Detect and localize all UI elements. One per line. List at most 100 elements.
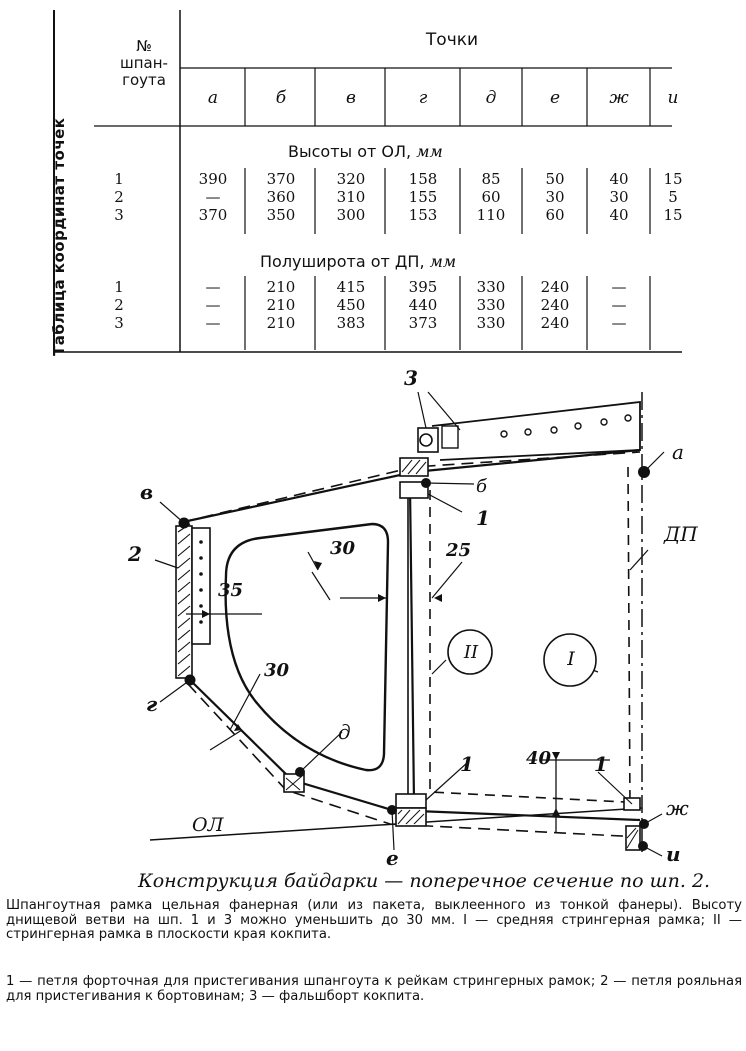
widths-cell: 210: [266, 296, 296, 314]
widths-cell: 330: [476, 314, 506, 332]
figure-caption: Конструкция байдарки — поперечное сечени…: [138, 870, 711, 892]
num-header-line: гоута: [122, 71, 166, 89]
widths-frame-number: 3: [114, 314, 124, 332]
table-side-title: Таблица координат точек: [50, 117, 68, 357]
label-point-zh: ж: [666, 796, 689, 820]
widths-cell: —: [205, 278, 221, 296]
dim-35: 35: [218, 580, 244, 601]
frame-i-circle: [543, 633, 597, 687]
heights-cell: 30: [545, 188, 565, 206]
heights-cell: 40: [609, 206, 629, 224]
point-label-d: д: [485, 88, 497, 108]
heights-cell: 350: [266, 206, 296, 224]
cross-section-drawing: [149, 391, 665, 857]
table-rules: [53, 10, 682, 353]
heights-frame-number: 1: [114, 170, 124, 188]
label-callout-1c: 1: [594, 752, 608, 776]
heights-cell: 60: [481, 188, 501, 206]
coordinate-table: № шпан- гоута Точки а б в г д е ж и Высо…: [52, 6, 692, 356]
heights-frame-number: 2: [114, 188, 124, 206]
widths-cell: 240: [540, 278, 570, 296]
chine-block: [283, 773, 305, 793]
label-waterline-ol: ОЛ: [192, 814, 224, 836]
heights-title-text: Высоты от ОЛ,: [288, 142, 412, 161]
widths-cell: 383: [336, 314, 366, 332]
label-point-v: в: [140, 480, 154, 504]
point-label-zh: ж: [609, 88, 629, 108]
widths-cell: 240: [540, 296, 570, 314]
heights-cell: —: [205, 188, 221, 206]
num-header-line: №: [136, 37, 152, 55]
heights-cell: 5: [668, 188, 678, 206]
widths-cell: —: [611, 278, 627, 296]
label-callout-1a: 1: [476, 506, 490, 530]
dimension-arrows: [202, 561, 560, 816]
stringer-frame-ii: [408, 486, 416, 803]
heights-cell: 370: [266, 170, 296, 188]
label-callout-2: 2: [128, 542, 142, 566]
note-paragraph-1: Шпангоутная рамка цельная фанерная (или …: [6, 898, 742, 942]
stringer-frame-i-dashed: [627, 466, 631, 808]
label-point-e: е: [386, 846, 399, 870]
point-label-b: б: [275, 88, 287, 108]
widths-unit: мм: [429, 252, 457, 271]
widths-cell: —: [205, 314, 221, 332]
heights-cell: 30: [609, 188, 629, 206]
label-frame-i: I: [567, 648, 575, 670]
label-point-b: б: [476, 476, 487, 497]
frame-callouts: [447, 629, 597, 687]
points-header: Точки: [425, 30, 479, 50]
widths-cell: —: [611, 296, 627, 314]
point-label-g: г: [418, 88, 428, 108]
widths-section-title: Полуширота от ДП, мм: [260, 252, 456, 271]
heights-cell: 158: [408, 170, 438, 188]
heights-cell: 320: [336, 170, 366, 188]
heights-cell: 15: [663, 206, 683, 224]
num-column-header: № шпан- гоута: [114, 38, 174, 89]
label-centerline-dp: ДП: [664, 522, 698, 546]
bottom-dashed-line: [187, 683, 641, 838]
label-callout-1b: 1: [460, 752, 474, 776]
heights-cell: 85: [481, 170, 501, 188]
point-label-a: а: [207, 88, 219, 108]
label-point-i: и: [666, 842, 681, 866]
widths-cell: 373: [408, 314, 438, 332]
heights-cell: 40: [609, 170, 629, 188]
point-label-i: и: [667, 88, 679, 108]
heights-cell: 390: [198, 170, 228, 188]
stringer-frame-dashed: [429, 490, 626, 803]
widths-cell: 210: [266, 278, 296, 296]
widths-cell: 415: [336, 278, 366, 296]
widths-title-text: Полуширота от ДП,: [260, 252, 425, 271]
label-frame-ii: II: [463, 642, 479, 663]
heights-section-title: Высоты от ОЛ, мм: [288, 142, 443, 161]
label-callout-3: 3: [404, 366, 418, 390]
widths-cell: —: [205, 296, 221, 314]
cockpit-block-upper: [399, 425, 459, 499]
column-dividers: [244, 68, 651, 350]
heights-cell: 50: [545, 170, 565, 188]
cockpit-coaming: [431, 400, 641, 461]
heights-cell: 370: [198, 206, 228, 224]
widths-cell: —: [611, 314, 627, 332]
widths-cell: 450: [336, 296, 366, 314]
heights-cell: 60: [545, 206, 565, 224]
keel-block-right: [623, 797, 641, 851]
widths-cell: 210: [266, 314, 296, 332]
gunwale-stringer: [175, 523, 211, 679]
dim-40: 40: [526, 748, 552, 769]
dim-25: 25: [446, 540, 472, 561]
dim-30-lower: 30: [264, 660, 290, 681]
inner-cutout-outline: [224, 522, 390, 772]
coaming-holes: [500, 414, 632, 438]
heights-cell: 360: [266, 188, 296, 206]
widths-cell: 395: [408, 278, 438, 296]
widths-cell: 330: [476, 278, 506, 296]
widths-frame-number: 1: [114, 278, 124, 296]
frame-ii-circle: [447, 629, 493, 675]
keelson-block: [395, 793, 427, 827]
note-paragraph-2: 1 — петля форточная для пристегивания шп…: [6, 974, 742, 1004]
widths-frame-number: 2: [114, 296, 124, 314]
heights-frame-number: 3: [114, 206, 124, 224]
widths-cell: 240: [540, 314, 570, 332]
